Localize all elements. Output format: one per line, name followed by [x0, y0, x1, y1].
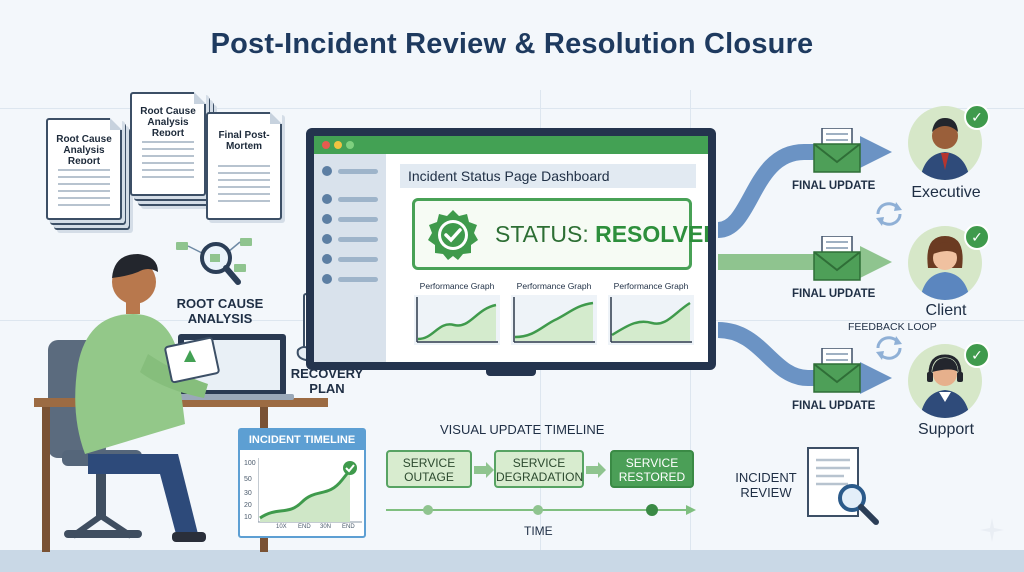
performance-graph-label: Performance Graph [419, 281, 495, 291]
incident-timeline-ytick: 30 [244, 490, 252, 497]
verified-badge-icon [428, 210, 478, 260]
document-stack-left: Root Cause Analysis Report [46, 118, 130, 230]
support-avatar [908, 344, 982, 418]
dashboard-screen: Incident Status Page Dashboard STATUS: R… [314, 136, 708, 362]
dashboard-sidebar [314, 154, 386, 362]
page-title: Post-Incident Review & Resolution Closur… [210, 28, 814, 60]
document-stack-middle: Root Cause Analysis Report [130, 92, 214, 208]
feedback-loop-label: FEEDBACK LOOP [848, 321, 937, 333]
root-cause-magnifier-icon [176, 238, 252, 285]
client-name: Client [925, 302, 967, 319]
sidebar-item[interactable] [322, 194, 378, 204]
timeline-stage: SERVICE RESTORED [610, 450, 694, 488]
performance-graph-label: Performance Graph [516, 281, 592, 291]
support-name: Support [917, 421, 975, 438]
doc-label: Final Post-Mortem [218, 130, 270, 152]
incident-timeline-ytick: 100 [244, 460, 256, 467]
executive-avatar [908, 106, 982, 180]
incident-timeline-ytick: 50 [244, 476, 252, 483]
floor [0, 550, 1024, 572]
support-check-icon: ✓ [964, 342, 990, 368]
sparkle-icon [980, 518, 1004, 542]
incident-timeline-ytick: 20 [244, 502, 252, 509]
window-maximize-icon[interactable] [346, 141, 354, 149]
performance-graph: Performance Graph [410, 281, 504, 361]
dashboard-header: Incident Status Page Dashboard [400, 164, 696, 188]
root-cause-analysis-label: ROOT CAUSE ANALYSIS [176, 296, 264, 326]
final-update-label: FINAL UPDATE [792, 180, 876, 192]
incident-timeline-card: INCIDENT TIMELINE 100 50 30 20 10 10X EN… [238, 428, 366, 538]
timeline-stage: SERVICE DEGRADATION [494, 450, 584, 488]
envelope-icon [813, 128, 861, 173]
final-update-label: FINAL UPDATE [792, 400, 876, 412]
status-prefix: STATUS: [495, 221, 589, 247]
incident-timeline-ytick: 10 [244, 514, 252, 521]
time-axis [386, 504, 696, 516]
incident-timeline-title: INCIDENT TIMELINE [240, 430, 364, 450]
incident-review-label: INCIDENT REVIEW [735, 470, 797, 500]
envelope-icon [813, 236, 861, 281]
monitor-stand [486, 370, 536, 376]
feedback-cycle-icon [876, 336, 902, 360]
timeline-stage: SERVICE OUTAGE [386, 450, 472, 488]
incident-timeline-curve [258, 458, 362, 523]
doc-label: Root Cause Analysis Report [56, 134, 112, 167]
envelope-icon [813, 348, 861, 393]
incident-timeline-xtick: 10X [276, 524, 287, 530]
sidebar-item[interactable] [322, 166, 378, 176]
client-check-icon: ✓ [964, 224, 990, 250]
time-axis-label: TIME [524, 524, 553, 538]
status-value: RESOLVED [595, 221, 708, 247]
sidebar-item[interactable] [322, 214, 378, 224]
performance-graph-label: Performance Graph [613, 281, 689, 291]
performance-graph: Performance Graph [507, 281, 601, 361]
status-card: STATUS: RESOLVED [412, 198, 708, 270]
window-minimize-icon[interactable] [334, 141, 342, 149]
sidebar-item[interactable] [322, 274, 378, 284]
analyst-person-illustration [34, 254, 328, 552]
executive-check-icon: ✓ [964, 104, 990, 130]
sidebar-item[interactable] [322, 254, 378, 264]
incident-review-document-icon [807, 447, 879, 525]
feedback-cycle-icon [876, 202, 902, 226]
document-final: Final Post-Mortem [206, 112, 282, 220]
incident-timeline-xtick: 30N [320, 524, 332, 530]
visual-timeline-title: VISUAL UPDATE TIMELINE [440, 422, 605, 437]
status-text: STATUS: RESOLVED [495, 221, 708, 248]
distribution-arrows [716, 136, 892, 394]
timeline-stage-arrows [474, 462, 606, 478]
window-titlebar [314, 136, 708, 154]
incident-timeline-xtick: END [342, 524, 355, 530]
performance-graph: Performance Graph [604, 281, 698, 361]
window-close-icon[interactable] [322, 141, 330, 149]
sidebar-item[interactable] [322, 234, 378, 244]
incident-timeline-xtick: END [298, 524, 311, 530]
doc-label: Root Cause Analysis Report [140, 106, 196, 139]
final-update-label: FINAL UPDATE [792, 288, 876, 300]
client-avatar [908, 226, 982, 300]
executive-name: Executive [911, 184, 981, 201]
